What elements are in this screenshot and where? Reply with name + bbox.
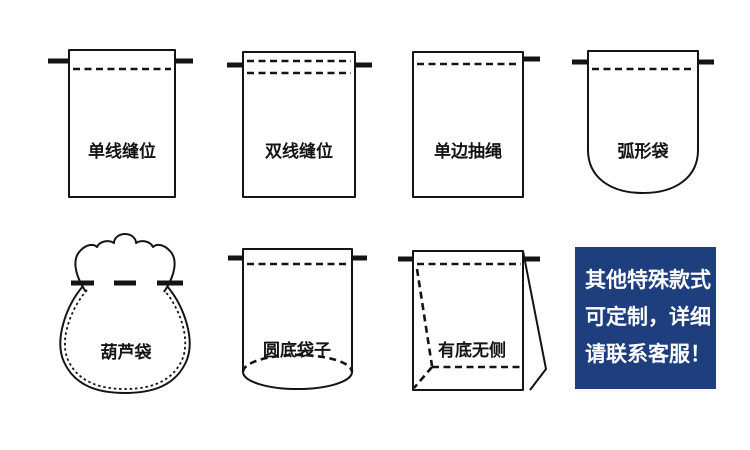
bag-front-panel	[412, 250, 524, 391]
notice-line-1: 其他特殊款式	[585, 269, 711, 292]
bag-outline	[412, 51, 524, 198]
fold-line-corner-dashed	[413, 366, 433, 389]
bag-bottom-no-side: 有底无侧	[398, 250, 547, 391]
bag-gourd: 葫芦袋	[59, 233, 191, 394]
bag-label: 单边抽绳	[434, 141, 502, 161]
stitch-dotted-line	[64, 289, 187, 390]
bag-outline	[587, 50, 699, 194]
bag-outline	[68, 49, 176, 198]
bag-crown-outline	[74, 233, 176, 293]
bag-double-seam: 双线缝位	[227, 51, 372, 198]
bag-side-gusset	[522, 250, 547, 391]
bag-label: 弧形袋	[618, 141, 670, 161]
bag-label: 单线缝位	[88, 141, 156, 161]
bag-arc-shaped: 弧形袋	[572, 50, 714, 194]
bottom-front-arc	[242, 371, 353, 390]
bag-label: 圆底袋子	[263, 340, 331, 360]
bag-label: 双线缝位	[265, 141, 333, 161]
bag-label: 葫芦袋	[101, 342, 153, 362]
bag-outline	[242, 248, 353, 372]
fold-line-left-dashed	[415, 268, 434, 367]
bag-label: 有底无侧	[438, 340, 506, 360]
bag-single-seam: 单线缝位	[48, 49, 193, 198]
bag-body-outline	[59, 285, 191, 394]
bag-outline	[242, 51, 356, 198]
bag-round-bottom: 圆底袋子	[228, 248, 367, 390]
bag-single-side-drawstring: 单边抽绳	[412, 51, 540, 198]
notice-line-2: 可定制，详细	[585, 306, 711, 329]
bottom-back-arc-dashed	[241, 353, 354, 373]
notice-line-3: 请联系客服！	[585, 343, 711, 366]
custom-service-notice: 其他特殊款式 可定制，详细 请联系客服！	[575, 247, 716, 389]
